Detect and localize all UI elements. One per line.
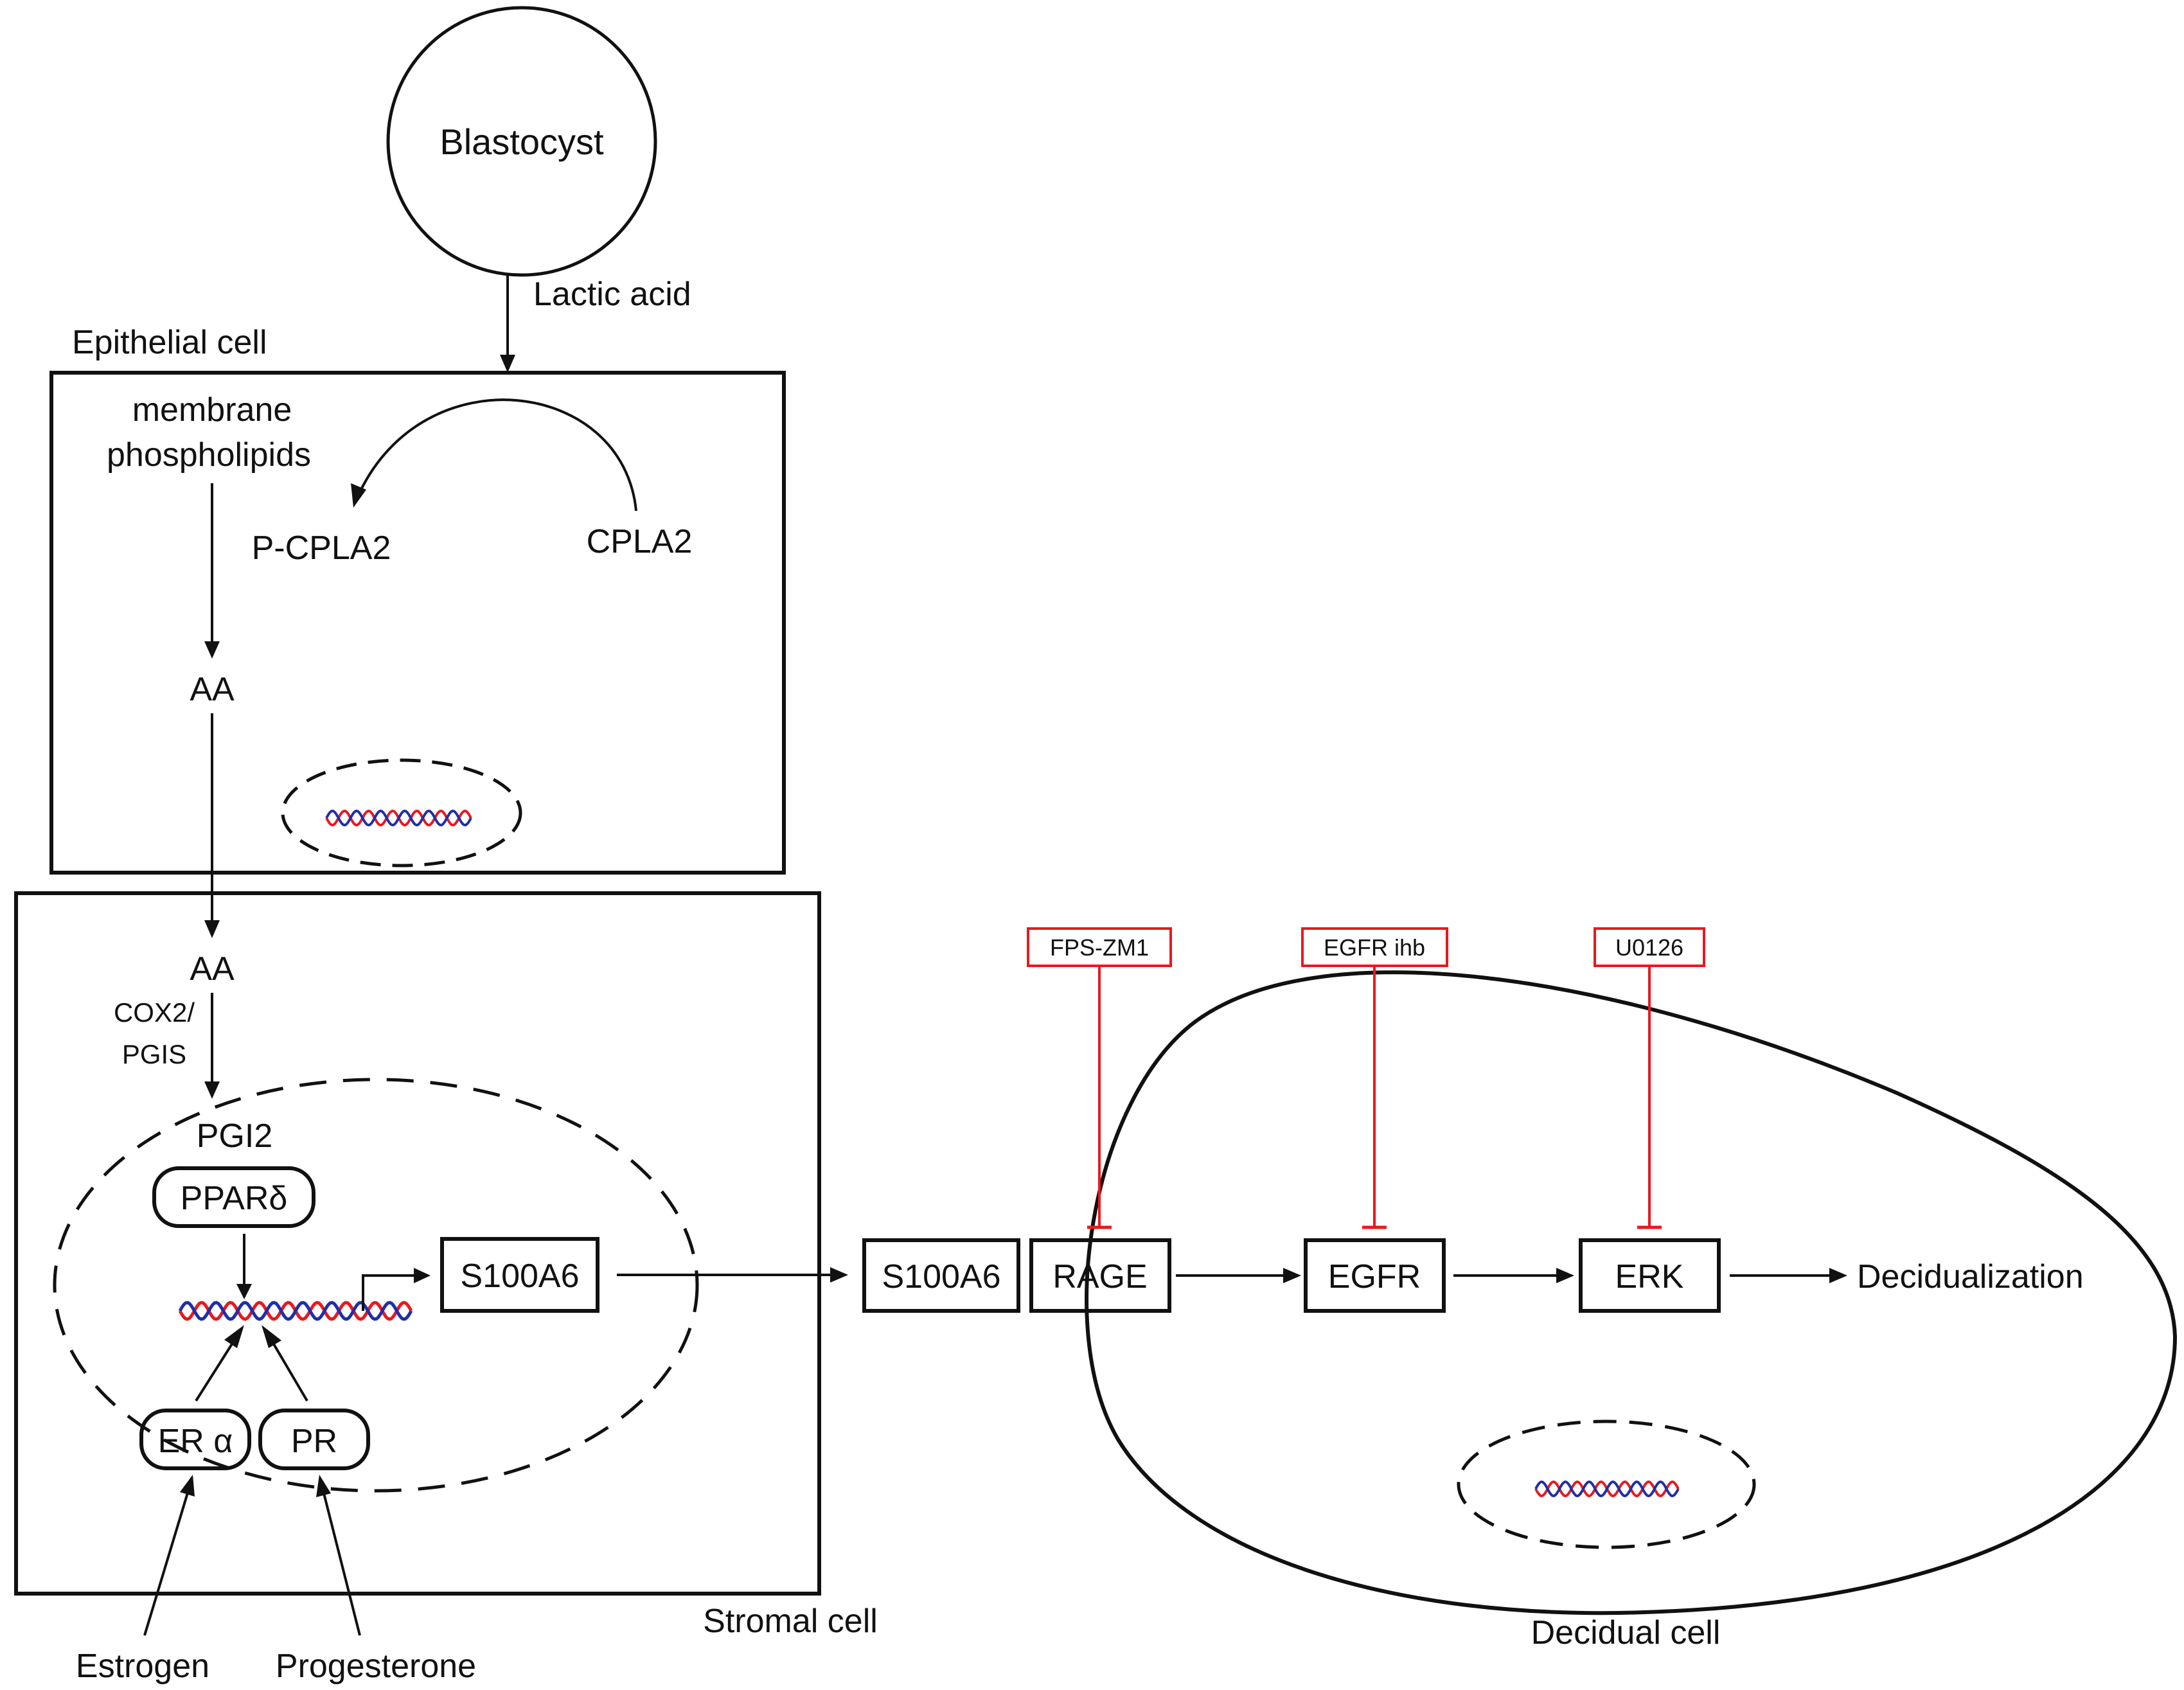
stromal-cell-label: Stromal cell — [703, 1603, 878, 1640]
s100a6-outer-box — [862, 1238, 1020, 1313]
rage-box — [1029, 1238, 1171, 1313]
erk-label: ERK — [1615, 1258, 1684, 1295]
progesterone-label: Progesterone — [276, 1648, 476, 1685]
blastocyst-label: Blastocyst — [439, 121, 604, 162]
decidualization-label: Decidualization — [1857, 1258, 2084, 1295]
stromal-cell-box — [14, 891, 821, 1596]
estrogen-arrowhead — [180, 1475, 195, 1497]
cpla2-phosphorylation-arc — [357, 398, 637, 511]
u0126-box — [1594, 927, 1705, 967]
decidual-cell-outline — [1085, 970, 2178, 1615]
decidual-dna-icon — [1534, 1480, 1680, 1498]
blastocyst-circle — [386, 6, 657, 277]
er-alpha-box — [139, 1409, 251, 1470]
lactic-acid-arrowhead — [500, 355, 515, 373]
er-alpha-label: ER α — [158, 1423, 233, 1460]
fps-zm1-label: FPS-ZM1 — [1050, 934, 1149, 961]
phospholipids-label: phospholipids — [107, 436, 311, 474]
estrogen-label: Estrogen — [76, 1648, 209, 1685]
aa-stromal-label: AA — [190, 950, 235, 988]
s100a6-inner-box — [440, 1237, 599, 1313]
progesterone-arrow — [322, 1490, 361, 1636]
s100a6-inner-label: S100A6 — [460, 1258, 579, 1295]
epithelial-nucleus — [281, 758, 522, 867]
cpla2-arc-arrowhead — [351, 483, 366, 508]
cox2-label: COX2/ — [114, 997, 195, 1027]
p-cpla2-label: P-CPLA2 — [252, 529, 391, 567]
ppar-to-dna-arrowhead — [236, 1284, 252, 1299]
erk-box — [1579, 1238, 1721, 1313]
stromal-nucleus — [53, 1078, 699, 1493]
stromal-dna-icon — [178, 1301, 413, 1321]
epithelial-cell-box — [49, 371, 786, 875]
s100a6-outer-label: S100A6 — [882, 1258, 1000, 1295]
rage-to-egfr-arrowhead — [1283, 1268, 1301, 1283]
egfr-to-erk-arrowhead — [1556, 1268, 1574, 1283]
pr-box — [258, 1409, 370, 1470]
transcription-start-arrow — [362, 1274, 418, 1311]
pgis-label: PGIS — [122, 1039, 186, 1069]
pr-label: PR — [291, 1423, 337, 1460]
epithelial-dna-icon — [325, 809, 472, 827]
er-to-dna-arrow — [195, 1342, 234, 1402]
decidual-cell-label: Decidual cell — [1531, 1614, 1721, 1651]
rage-label: RAGE — [1052, 1258, 1147, 1295]
pr-to-dna-arrow — [272, 1342, 308, 1402]
membrane-label: membrane — [132, 391, 292, 429]
pr-to-dna-arrowhead — [262, 1325, 281, 1348]
dna-strand-blue — [178, 1301, 413, 1321]
ppar-delta-box — [152, 1166, 315, 1228]
u0126-label: U0126 — [1615, 934, 1683, 961]
decidual-nucleus — [1457, 1419, 1756, 1549]
dna-strand-blue — [325, 809, 472, 827]
egfr-box — [1304, 1238, 1446, 1313]
egfr-label: EGFR — [1328, 1258, 1421, 1295]
progesterone-arrowhead — [316, 1475, 331, 1497]
ppar-delta-label: PPARδ — [181, 1180, 288, 1217]
phospholipids-to-aa-arrowhead — [204, 641, 220, 659]
er-to-dna-arrowhead — [224, 1325, 244, 1348]
fps-zm1-box — [1027, 927, 1172, 967]
s100a6-secretion-arrowhead — [830, 1267, 848, 1283]
aa-transfer-arrowhead — [204, 920, 220, 938]
estrogen-arrow — [143, 1490, 190, 1636]
aa-to-pgi2-arrowhead — [204, 1081, 220, 1099]
lactic-acid-label: Lactic acid — [533, 276, 691, 313]
transcription-start-arrowhead — [414, 1268, 431, 1283]
egfr-ihb-box — [1301, 927, 1448, 967]
epithelial-cell-label: Epithelial cell — [72, 324, 267, 361]
erk-to-decidualization-arrowhead — [1829, 1268, 1847, 1283]
pgi2-label: PGI2 — [197, 1117, 273, 1155]
aa-epithelial-label: AA — [190, 671, 235, 708]
cpla2-label: CPLA2 — [587, 523, 693, 560]
dna-strand-blue — [1534, 1480, 1680, 1498]
egfr-ihb-label: EGFR ihb — [1324, 934, 1425, 961]
